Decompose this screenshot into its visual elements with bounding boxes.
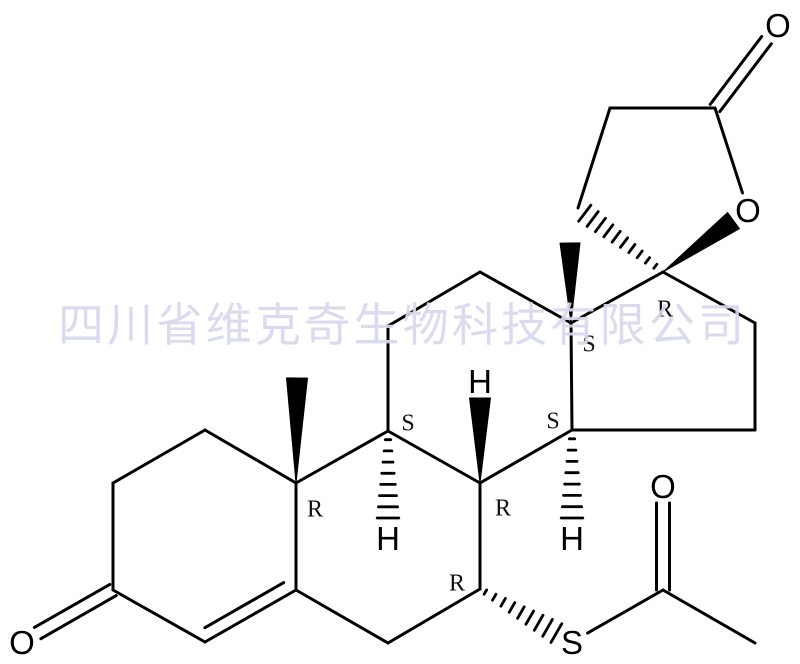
bond-line <box>478 270 573 325</box>
hash-stroke <box>499 597 507 608</box>
hash-stroke <box>619 236 629 249</box>
bond-line <box>713 106 744 195</box>
hash-stroke <box>532 613 545 632</box>
bond-double-inner <box>203 581 298 644</box>
wedge-shape <box>469 397 491 484</box>
bond-line <box>203 588 298 644</box>
bond-hash <box>559 437 585 520</box>
bond-inner-line <box>203 581 286 630</box>
stereo-descriptor-r: R <box>657 297 673 323</box>
bond-line <box>576 106 612 210</box>
bond-single <box>294 588 390 645</box>
wedge-shape <box>662 212 740 273</box>
hash-stroke <box>491 592 498 602</box>
bond-hash <box>375 438 401 520</box>
bond-line <box>661 270 757 325</box>
bond-line <box>294 429 390 485</box>
bond-hash <box>577 203 659 270</box>
atom-label-h: H <box>376 520 400 557</box>
bond-line <box>386 429 482 485</box>
bond-single <box>586 588 665 635</box>
bonds-layer <box>32 35 773 645</box>
atom-labels-layer: O O O H H H S O <box>9 7 791 661</box>
bond-wedge <box>286 377 308 484</box>
bond-line <box>586 588 665 635</box>
atom-label-h: H <box>560 520 584 557</box>
bond-single <box>569 270 665 325</box>
bond-single <box>576 106 612 210</box>
hash-stroke <box>507 601 517 614</box>
bond-double <box>32 582 118 641</box>
bond-line <box>386 587 482 645</box>
bond-wedge <box>662 212 740 273</box>
bond-double <box>708 35 773 114</box>
bond-single <box>294 429 390 485</box>
bond-line <box>478 428 574 485</box>
atom-label-s: S <box>561 624 583 661</box>
hash-stroke <box>482 588 489 596</box>
hash-stroke <box>549 622 564 644</box>
bond-line <box>294 588 390 645</box>
stereo-descriptor-r: R <box>449 571 465 597</box>
atom-label-h: H <box>468 363 492 400</box>
bond-single <box>713 106 744 195</box>
hash-stroke <box>516 605 526 620</box>
bond-single <box>386 429 482 485</box>
bond-wedge <box>559 242 581 324</box>
hash-stroke <box>652 262 659 270</box>
bond-single <box>111 588 207 644</box>
bond-single <box>478 428 574 485</box>
wedge-shape <box>286 377 308 484</box>
stereo-descriptor-s: S <box>546 409 559 435</box>
hash-stroke <box>610 229 622 244</box>
bond-single <box>203 428 298 485</box>
bond-single <box>386 270 482 328</box>
stereo-descriptors-layer: S R R R S S R <box>307 297 673 597</box>
hash-stroke <box>644 256 651 265</box>
bond-line <box>39 594 118 641</box>
bond-line <box>203 428 298 485</box>
bond-line <box>32 582 112 629</box>
hash-stroke <box>594 216 607 234</box>
bond-hash <box>482 588 564 644</box>
stereo-descriptor-s: S <box>582 332 595 358</box>
bond-double <box>655 501 671 592</box>
bond-single <box>569 321 574 432</box>
bond-line <box>718 42 773 114</box>
bond-single <box>386 587 482 645</box>
bond-single <box>661 270 757 325</box>
bond-single <box>661 588 757 645</box>
bond-line <box>569 321 574 432</box>
wedge-shape <box>559 242 581 324</box>
hash-stroke <box>585 210 600 228</box>
hash-stroke <box>602 223 615 239</box>
bond-wedge <box>469 397 491 484</box>
hash-stroke <box>577 203 593 223</box>
hash-stroke <box>627 243 637 255</box>
atom-label-o: O <box>735 192 761 229</box>
stereo-descriptor-r: R <box>495 496 511 522</box>
bond-line <box>111 588 207 644</box>
stereo-descriptor-r: R <box>307 497 323 523</box>
atom-label-o: O <box>9 624 35 661</box>
bond-line <box>661 588 757 645</box>
bond-single <box>478 270 573 325</box>
stereo-descriptor-s: S <box>401 411 414 437</box>
bond-line <box>569 270 665 325</box>
bond-line <box>386 270 482 328</box>
atom-label-o: O <box>765 7 791 44</box>
atom-label-o: O <box>650 468 676 505</box>
bond-line <box>111 428 207 485</box>
hash-stroke <box>524 609 535 626</box>
bond-single <box>111 428 207 485</box>
hash-stroke <box>635 249 644 260</box>
hash-stroke <box>541 618 554 638</box>
bond-line <box>708 35 764 106</box>
